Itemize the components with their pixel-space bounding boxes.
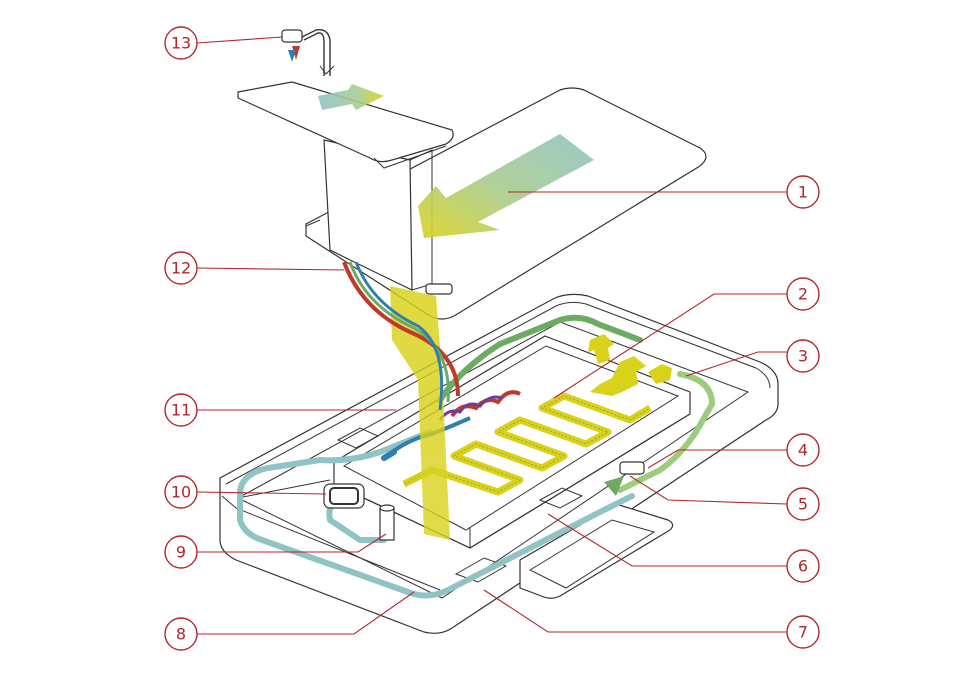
drain-tube (379, 504, 395, 541)
callout-label-6: 6 (798, 557, 808, 576)
callout-label-1: 1 (798, 183, 808, 202)
callout-10: 10 (164, 475, 327, 509)
callout-label-3: 3 (798, 347, 808, 366)
warm-air-exit-arrow-left (588, 334, 614, 364)
return-arrow-head (604, 476, 624, 496)
callout-4: 4 (647, 433, 820, 469)
return-flow-path-right (617, 371, 716, 493)
callout-label-7: 7 (798, 623, 808, 642)
connector-plug (619, 461, 645, 475)
exhaust-air-arrow (318, 84, 384, 110)
callout-3: 3 (685, 339, 820, 377)
callout-7: 7 (483, 589, 820, 649)
callout-label-8: 8 (176, 625, 186, 644)
callout-1: 1 (508, 175, 820, 209)
callout-2: 2 (553, 277, 820, 399)
callout-5: 5 (629, 475, 820, 521)
callout-label-2: 2 (798, 285, 808, 304)
callout-label-11: 11 (171, 401, 191, 420)
callout-label-5: 5 (798, 495, 808, 514)
warm-air-exit-arrow-middle (590, 356, 646, 396)
callout-label-9: 9 (176, 543, 186, 562)
callout-label-12: 12 (171, 259, 191, 278)
fan-port (323, 483, 365, 509)
inlet-air-arrow (418, 134, 594, 238)
callout-8: 8 (164, 591, 415, 651)
callout-label-13: 13 (171, 34, 191, 53)
callout-12: 12 (164, 251, 345, 285)
serpentine-coil-outline (403, 395, 651, 493)
top-shelf (237, 81, 454, 169)
callout-11: 11 (164, 393, 396, 427)
callout-label-4: 4 (798, 441, 808, 460)
vertical-duct (323, 139, 453, 295)
cable-bundle (342, 261, 460, 411)
callout-13: 13 (164, 26, 283, 60)
cool-air-flow-path (237, 429, 635, 599)
callout-label-10: 10 (171, 483, 191, 502)
callout-6: 6 (547, 513, 820, 583)
warm-air-exit-arrow-right (648, 364, 672, 384)
faucet (281, 29, 335, 76)
callout-9: 9 (164, 533, 387, 569)
